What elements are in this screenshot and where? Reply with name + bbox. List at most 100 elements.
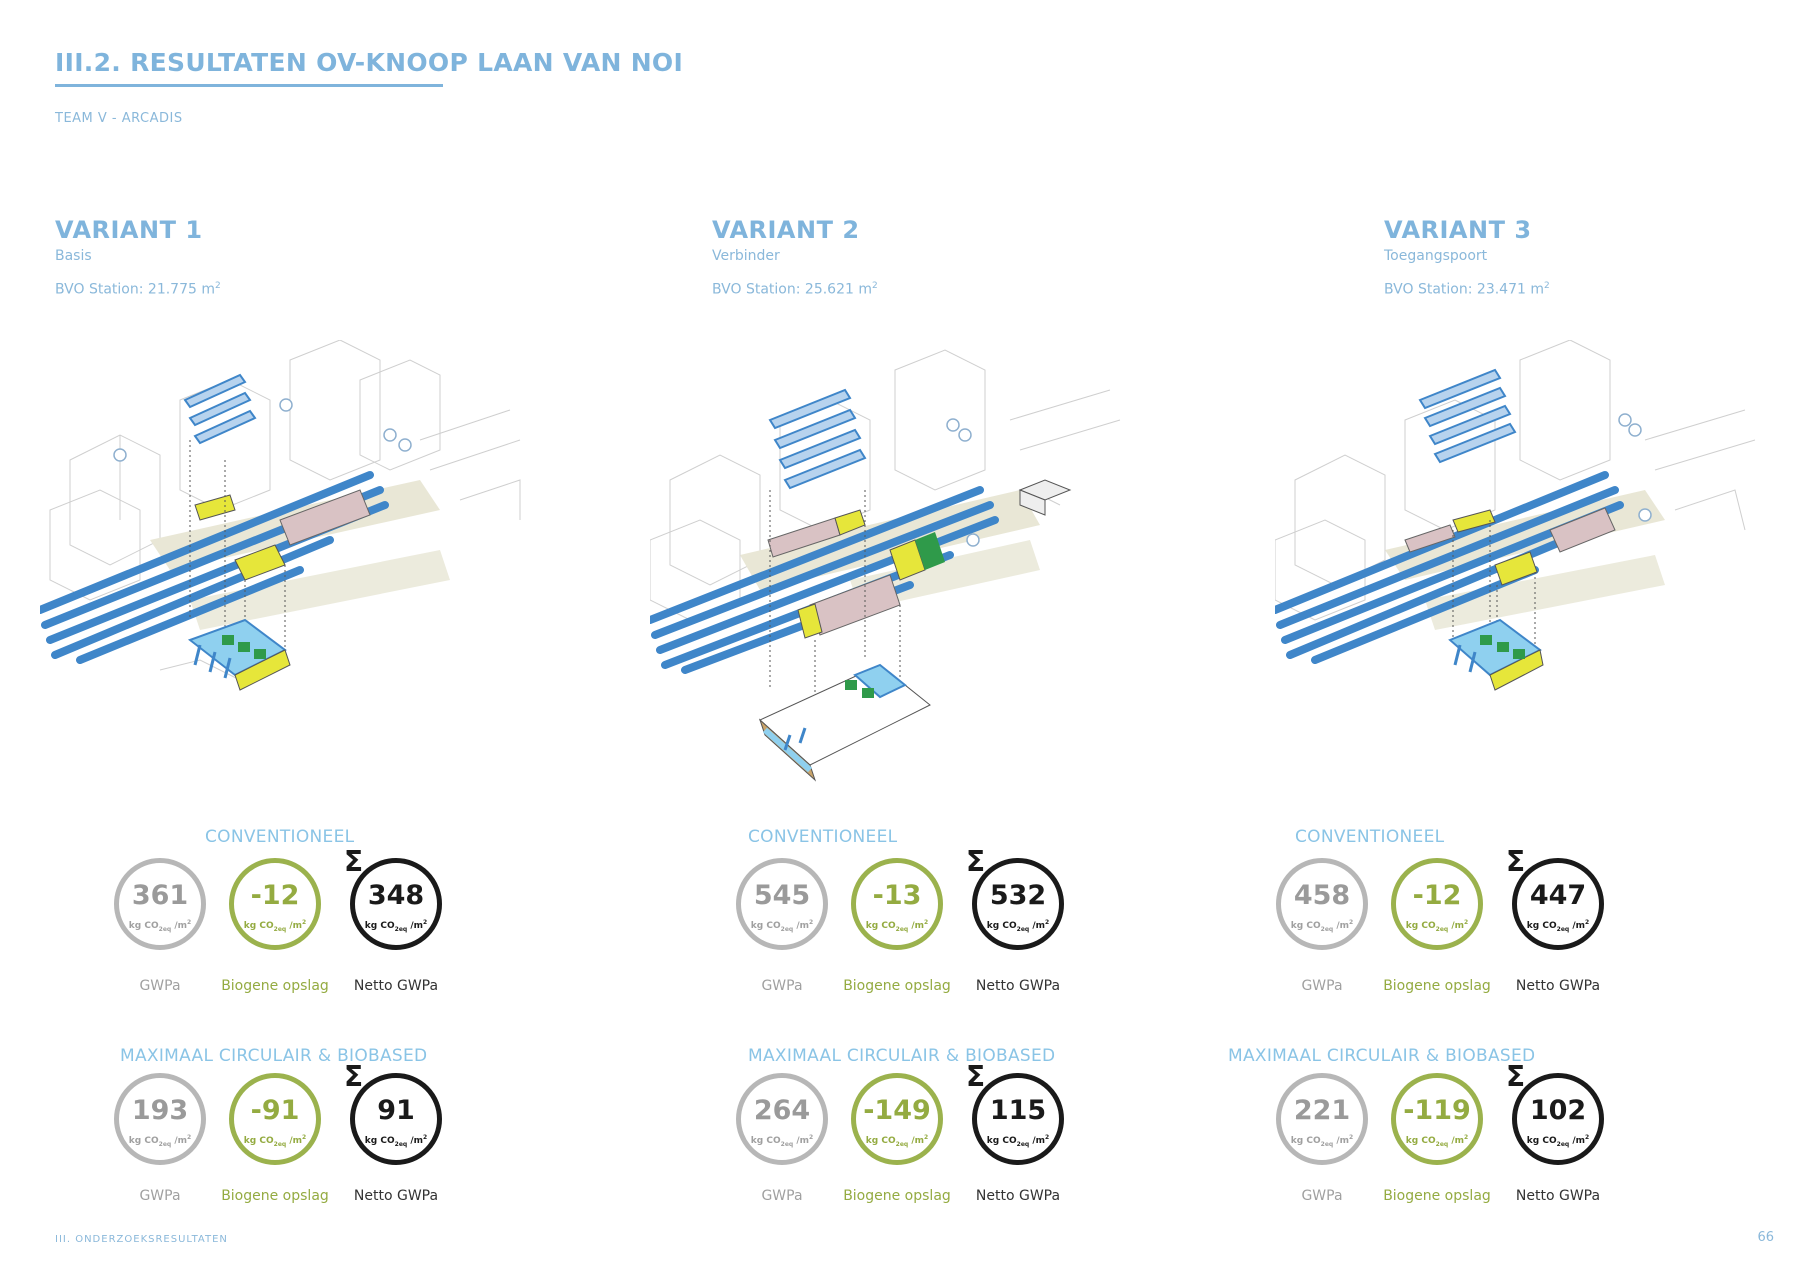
gwpa-label: GWPa [1301, 1188, 1343, 1204]
biogene-circle: -12 kg CO2eq /m2 [1391, 858, 1483, 950]
unit-label: kg CO2eq /m2 [243, 919, 307, 933]
bvo-station-area: BVO Station: 25.621 m2 [712, 281, 878, 298]
biogene-circle: -149 kg CO2eq /m2 [851, 1073, 943, 1165]
unit-label: kg CO2eq /m2 [986, 1134, 1050, 1148]
gwpa-value: 458 [1293, 880, 1351, 911]
netto-circle: 102 kg CO2eq /m2 [1512, 1073, 1604, 1165]
unit-label: kg CO2eq /m2 [364, 919, 428, 933]
gwpa-value: 361 [131, 880, 189, 911]
biogene-label: Biogene opslag [221, 978, 329, 994]
gwpa-circle: 545 kg CO2eq /m2 [736, 858, 828, 950]
biogene-label: Biogene opslag [843, 978, 951, 994]
netto-circle: 115 kg CO2eq /m2 [972, 1073, 1064, 1165]
netto-label: Netto GWPa [975, 1188, 1061, 1204]
station-axonometric-illustration [650, 349, 1121, 782]
footer-section-label: III. ONDERZOEKSRESULTATEN [55, 1234, 228, 1245]
conventioneel-heading: CONVENTIONEEL [1295, 827, 1445, 847]
gwpa-value: 264 [753, 1095, 811, 1126]
variant-subtitle: Toegangspoort [1384, 248, 1488, 264]
netto-value: 115 [989, 1095, 1047, 1126]
unit-label: kg CO2eq /m2 [1290, 919, 1354, 933]
variant-title: VARIANT 3 [1384, 216, 1532, 244]
sigma-icon: Σ [966, 1060, 986, 1093]
biogene-circle: -91 kg CO2eq /m2 [229, 1073, 321, 1165]
variant-title: VARIANT 2 [712, 216, 860, 244]
gwpa-value: 545 [753, 880, 811, 911]
maximaal-heading: MAXIMAAL CIRCULAIR & BIOBASED [748, 1046, 1056, 1066]
sigma-icon: Σ [344, 1060, 364, 1093]
variant-title: VARIANT 1 [55, 216, 203, 244]
netto-circle: 348 kg CO2eq /m2 [350, 858, 442, 950]
biogene-circle: -13 kg CO2eq /m2 [851, 858, 943, 950]
biogene-value: -12 [250, 880, 300, 911]
variant-subtitle: Verbinder [712, 248, 780, 264]
netto-value: 348 [367, 880, 425, 911]
netto-circle: 532 kg CO2eq /m2 [972, 858, 1064, 950]
netto-label: Netto GWPa [975, 978, 1061, 994]
variant-2-section: VARIANT 2 Verbinder BVO Station: 25.621 … [600, 0, 1200, 1273]
netto-value: 447 [1529, 880, 1587, 911]
conventioneel-heading: CONVENTIONEEL [748, 827, 898, 847]
gwpa-circle: 458 kg CO2eq /m2 [1276, 858, 1368, 950]
gwpa-value: 221 [1293, 1095, 1351, 1126]
unit-label: kg CO2eq /m2 [1526, 919, 1590, 933]
biogene-label: Biogene opslag [221, 1188, 329, 1204]
gwpa-circle: 264 kg CO2eq /m2 [736, 1073, 828, 1165]
variant-subtitle: Basis [55, 248, 92, 264]
unit-label: kg CO2eq /m2 [986, 919, 1050, 933]
unit-label: kg CO2eq /m2 [750, 1134, 814, 1148]
biogene-label: Biogene opslag [1383, 1188, 1491, 1204]
netto-circle: 91 kg CO2eq /m2 [350, 1073, 442, 1165]
page-number: 66 [1757, 1230, 1774, 1245]
netto-label: Netto GWPa [353, 1188, 439, 1204]
unit-label: kg CO2eq /m2 [750, 919, 814, 933]
biogene-value: -13 [872, 880, 922, 911]
biogene-value: -149 [863, 1095, 931, 1126]
unit-label: kg CO2eq /m2 [364, 1134, 428, 1148]
unit-label: kg CO2eq /m2 [1405, 919, 1469, 933]
sigma-icon: Σ [966, 845, 986, 878]
netto-value: 532 [989, 880, 1047, 911]
conventioneel-heading: CONVENTIONEEL [205, 827, 355, 847]
sigma-icon: Σ [1506, 1060, 1526, 1093]
sigma-icon: Σ [1506, 845, 1526, 878]
netto-value: 102 [1529, 1095, 1587, 1126]
maximaal-heading: MAXIMAAL CIRCULAIR & BIOBASED [1228, 1046, 1536, 1066]
netto-label: Netto GWPa [1515, 978, 1601, 994]
gwpa-label: GWPa [1301, 978, 1343, 994]
unit-label: kg CO2eq /m2 [128, 919, 192, 933]
biogene-value: -119 [1403, 1095, 1471, 1126]
unit-label: kg CO2eq /m2 [243, 1134, 307, 1148]
netto-value: 91 [377, 1095, 415, 1126]
biogene-label: Biogene opslag [1383, 978, 1491, 994]
biogene-value: -12 [1412, 880, 1462, 911]
maximaal-heading: MAXIMAAL CIRCULAIR & BIOBASED [120, 1046, 428, 1066]
team-label: TEAM V - ARCADIS [55, 111, 183, 126]
biogene-value: -91 [250, 1095, 300, 1126]
biogene-label: Biogene opslag [843, 1188, 951, 1204]
gwpa-label: GWPa [139, 978, 181, 994]
variant-3-section: VARIANT 3 Toegangspoort BVO Station: 23.… [1200, 0, 1800, 1273]
gwpa-label: GWPa [139, 1188, 181, 1204]
variant-1-section: VARIANT 1 Basis BVO Station: 21.775 m2 [0, 0, 600, 1273]
gwpa-circle: 221 kg CO2eq /m2 [1276, 1073, 1368, 1165]
page-title: III.2. RESULTATEN OV-KNOOP LAAN VAN NOI [55, 48, 684, 77]
sigma-icon: Σ [344, 845, 364, 878]
unit-label: kg CO2eq /m2 [1405, 1134, 1469, 1148]
gwpa-label: GWPa [761, 978, 803, 994]
gwpa-value: 193 [131, 1095, 189, 1126]
gwpa-circle: 193 kg CO2eq /m2 [114, 1073, 206, 1165]
station-axonometric-illustration [1275, 340, 1756, 691]
unit-label: kg CO2eq /m2 [128, 1134, 192, 1148]
unit-label: kg CO2eq /m2 [1526, 1134, 1590, 1148]
biogene-circle: -119 kg CO2eq /m2 [1391, 1073, 1483, 1165]
bvo-station-area: BVO Station: 21.775 m2 [55, 281, 221, 298]
title-underline [55, 84, 443, 87]
unit-label: kg CO2eq /m2 [865, 1134, 929, 1148]
unit-label: kg CO2eq /m2 [1290, 1134, 1354, 1148]
bvo-station-area: BVO Station: 23.471 m2 [1384, 281, 1550, 298]
netto-circle: 447 kg CO2eq /m2 [1512, 858, 1604, 950]
netto-label: Netto GWPa [1515, 1188, 1601, 1204]
gwpa-circle: 361 kg CO2eq /m2 [114, 858, 206, 950]
gwpa-label: GWPa [761, 1188, 803, 1204]
